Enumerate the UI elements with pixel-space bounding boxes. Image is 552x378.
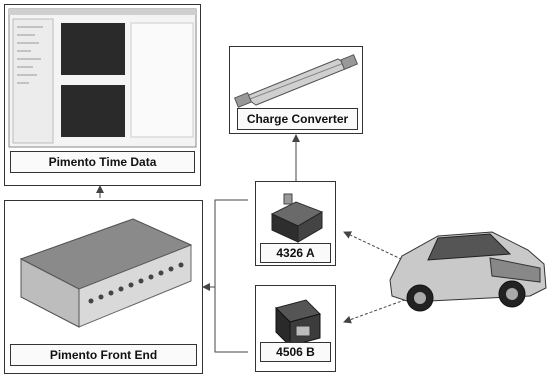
time-data-label: Pimento Time Data	[10, 151, 195, 173]
car-icon	[380, 210, 550, 320]
sensor-b-label: 4506 B	[260, 342, 331, 362]
sensor-a-label: 4326 A	[260, 243, 331, 263]
front-end-label: Pimento Front End	[10, 344, 197, 366]
sensor-bus-line	[215, 200, 248, 352]
charge-converter-label: Charge Converter	[237, 108, 358, 130]
